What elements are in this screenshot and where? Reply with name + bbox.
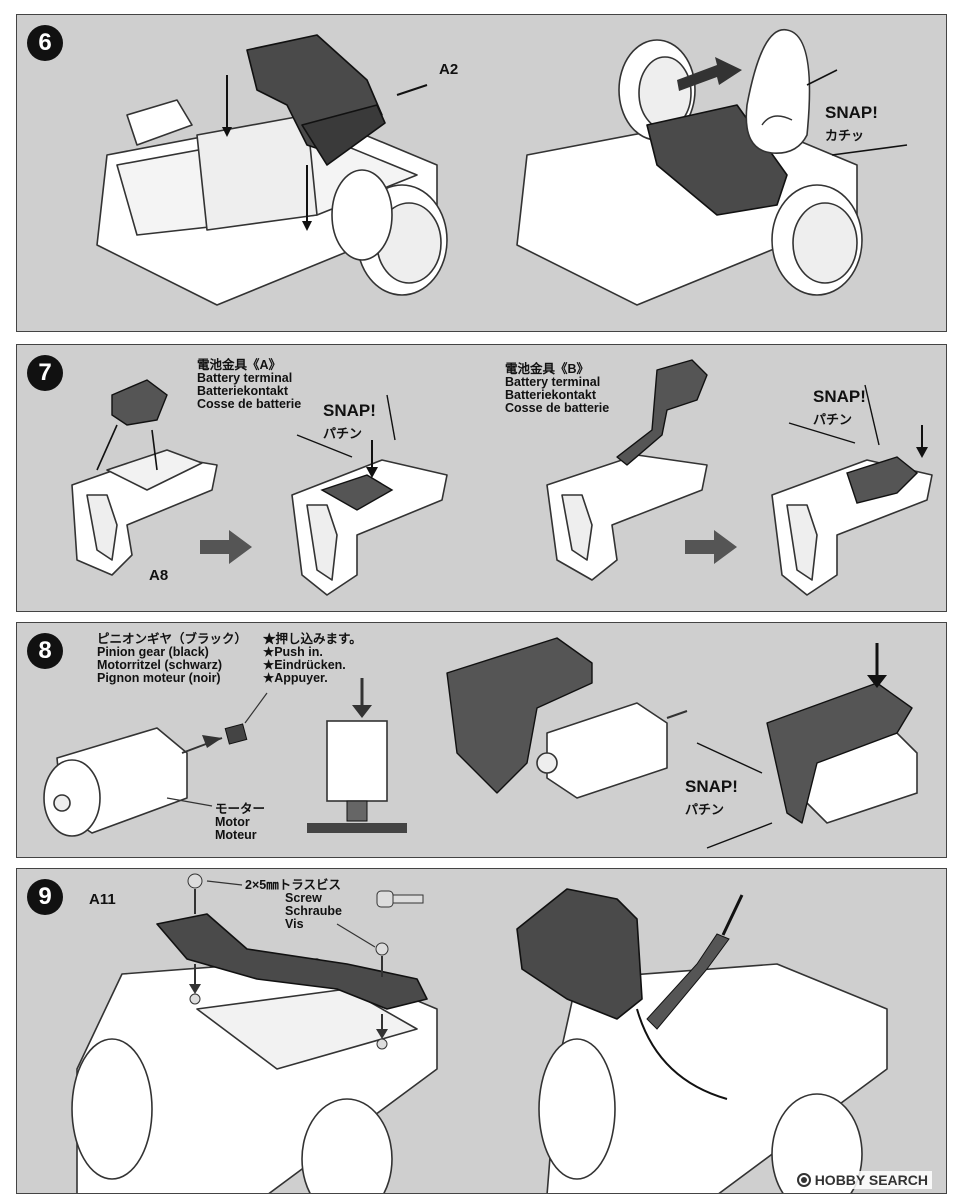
label-line-de: Batteriekontakt [505, 388, 596, 402]
watermark: HOBBY SEARCH [792, 1171, 932, 1189]
label-line-jp: 2×5㎜トラスビス [245, 878, 341, 892]
snap-text: SNAP! [685, 777, 738, 796]
part-label-a2: A2 [439, 61, 459, 78]
part-label-a11: A11 [89, 891, 116, 908]
label-line-en: Motor [215, 815, 250, 829]
step-number: 7 [27, 355, 63, 391]
label-line-fr: Vis [285, 917, 304, 931]
label-line-fr: Cosse de batterie [197, 397, 302, 411]
battery-terminal-b-label: 電池金具《B》 Battery terminal Batteriekontakt… [505, 363, 609, 415]
label-line-jp: モーター [215, 802, 266, 816]
motor-label: モーター Motor Moteur [215, 803, 265, 842]
step-number: 8 [27, 633, 63, 669]
note-line-de: ★Eindrücken. [263, 658, 346, 672]
label-line-fr: Moteur [215, 828, 257, 842]
step-7-illustration [71, 359, 933, 596]
label-line-fr: Pignon moteur (noir) [97, 671, 221, 685]
step-number: 9 [27, 879, 63, 915]
step-8-panel: 8 ピニオンギヤ（ブラック） Pinion gear (black) Motor… [16, 622, 947, 858]
step-8-illustration [43, 637, 918, 849]
label-line-en: Battery terminal [505, 375, 601, 389]
label-line-de: Schraube [285, 904, 342, 918]
step-number: 6 [27, 25, 63, 61]
snap-text-jp: カチッ [825, 128, 865, 143]
push-in-note: ★押し込みます。 ★Push in. ★Eindrücken. ★Appuyer… [263, 633, 362, 685]
snap-callout: SNAP! カチッ [825, 103, 878, 144]
part-label-a8: A8 [149, 567, 169, 584]
snap-callout-2: SNAP! パチン [813, 387, 866, 428]
label-line-de: Motorritzel (schwarz) [97, 658, 223, 672]
snap-callout: SNAP! パチン [685, 777, 738, 818]
snap-text-jp: パチン [685, 802, 725, 817]
snap-text-jp: パチン [813, 412, 853, 427]
label-line-jp: 電池金具《A》 [197, 358, 282, 372]
hobby-search-logo-icon [796, 1173, 811, 1187]
step-7-panel: 7 電池金具《A》 Battery terminal Batteriekonta… [16, 344, 947, 612]
snap-text: SNAP! [323, 401, 376, 420]
note-line-jp: ★押し込みます。 [263, 632, 362, 646]
battery-terminal-a-label: 電池金具《A》 Battery terminal Batteriekontakt… [197, 359, 301, 411]
snap-text: SNAP! [813, 387, 866, 406]
snap-text-jp: パチン [323, 426, 363, 441]
label-line-en: Battery terminal [197, 371, 293, 385]
snap-callout-1: SNAP! パチン [323, 401, 376, 442]
pinion-gear-label: ピニオンギヤ（ブラック） Pinion gear (black) Motorri… [97, 633, 247, 685]
step-6-panel: 6 A2 SNAP! カチッ [16, 14, 947, 332]
note-line-en: ★Push in. [263, 645, 323, 659]
label-line-jp: ピニオンギヤ（ブラック） [97, 632, 248, 646]
label-line-en: Screw [285, 891, 322, 905]
label-line-de: Batteriekontakt [197, 384, 288, 398]
label-line-en: Pinion gear (black) [97, 645, 209, 659]
watermark-text: HOBBY SEARCH [814, 1172, 928, 1188]
label-line-fr: Cosse de batterie [505, 401, 610, 415]
step-9-panel: 9 A11 2×5㎜トラスビス Screw Schraube Vis HOBBY… [16, 868, 947, 1194]
snap-text: SNAP! [825, 103, 878, 122]
step-6-illustration [96, 29, 908, 306]
step-9-illustration [71, 873, 888, 1193]
note-line-fr: ★Appuyer. [263, 671, 328, 685]
label-line-jp: 電池金具《B》 [505, 362, 590, 376]
screw-label: 2×5㎜トラスビス Screw Schraube Vis [245, 879, 342, 931]
